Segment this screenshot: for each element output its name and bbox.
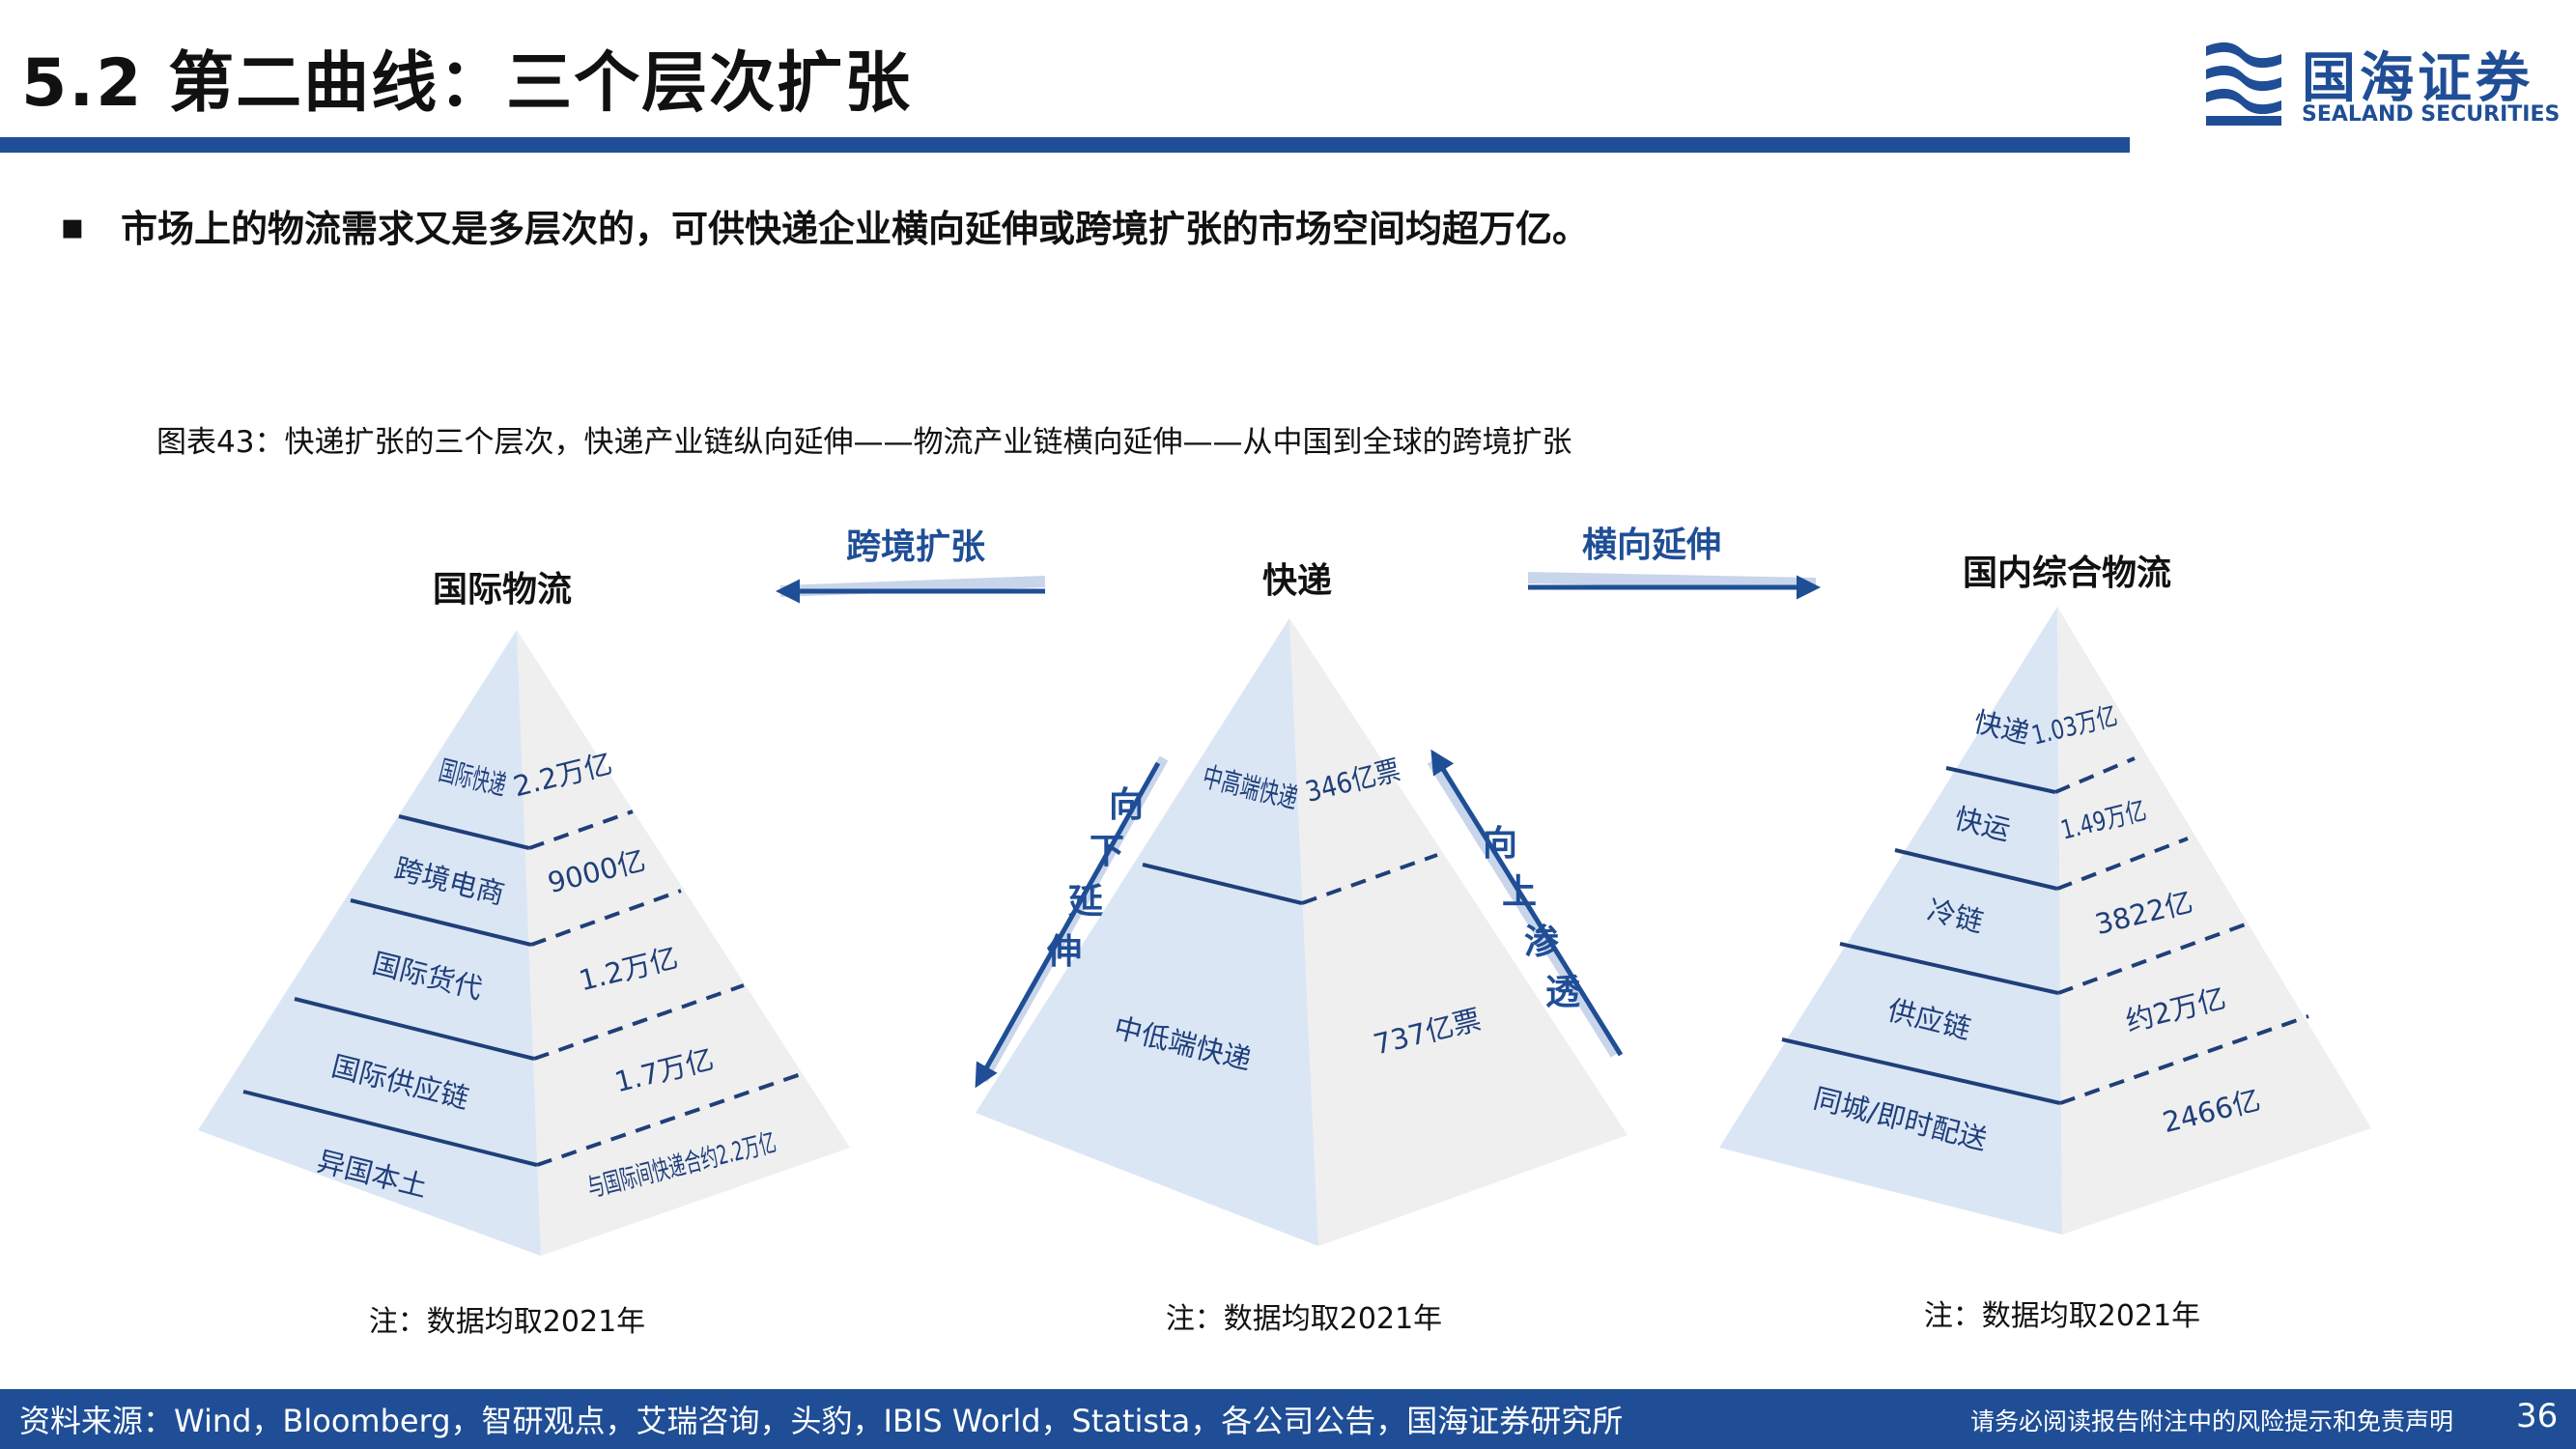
arrow-upward-penetration: 向 上 渗 透 [1427, 749, 1624, 1058]
bullet-text: 市场上的物流需求又是多层次的，可供快递企业横向延伸或跨境扩张的市场空间均超万亿。 [121, 208, 1590, 250]
arrow-downward-extension: 向 下 延 伸 [975, 755, 1169, 1089]
arrow-upward-penetration-label: 向 上 渗 透 [1483, 824, 1581, 1012]
pyramid-domestic-dividers [1781, 766, 2061, 1105]
pyramid-domestic: 国内综合物流 快递 1.03万亿 快运 1.49万亿 冷链 3822亿 供应链 … [1719, 554, 2371, 1333]
footer-disclaimer: 请务必阅读报告附注中的风险提示和免责声明 [1970, 1407, 2454, 1435]
arrow-horizontal-extension-label: 横向延伸 [1582, 526, 1721, 565]
page-title: 5.2 第二曲线：三个层次扩张 [21, 45, 913, 122]
pyramid-intl: 国际物流 国际快递 2.2万亿 跨境电商 9000亿 国际货代 1.2万亿 国际… [198, 570, 850, 1339]
pyramid-intl-dashes [528, 810, 807, 1167]
down-char-2: 下 [1090, 832, 1124, 871]
page-number: 36 [2516, 1397, 2559, 1435]
title-underline [0, 137, 2130, 153]
pyramid-express-title: 快递 [1262, 561, 1332, 601]
up-char-3: 渗 [1524, 923, 1559, 962]
pyramid-domestic-note: 注：数据均取2021年 [1924, 1299, 2200, 1333]
pyramid-express-right-face [1289, 618, 1628, 1246]
up-char-2: 上 [1502, 872, 1537, 912]
footer-bar: 资料来源：Wind，Bloomberg，智研观点，艾瑞咨询，头豹，IBIS Wo… [0, 1389, 2576, 1449]
footer-sources: 资料来源：Wind，Bloomberg，智研观点，艾瑞咨询，头豹，IBIS Wo… [19, 1403, 1624, 1439]
arrow-cross-border: 跨境扩张 [776, 527, 1046, 604]
arrow-downward-extension-label: 向 下 延 伸 [1046, 785, 1156, 972]
pyramid-intl-left-face [198, 630, 541, 1256]
pyramid-express-note: 注：数据均取2021年 [1166, 1302, 1442, 1336]
pyramid-express-divider [1142, 863, 1303, 905]
sealand-wave-icon [2200, 37, 2287, 129]
arrow-horizontal-extension: 横向延伸 [1527, 526, 1821, 600]
logo-english-name: SEALAND SECURITIES [2302, 102, 2561, 127]
pyramid-intl-title: 国际物流 [433, 570, 572, 610]
pyramid-intl-dividers [242, 814, 538, 1167]
pyramid-express-left-face [976, 618, 1318, 1246]
figure-caption: 图表43：快递扩张的三个层次，快递产业链纵向延伸——物流产业链横向延伸——从中国… [156, 425, 1572, 460]
pyramid-express-dash [1301, 853, 1438, 905]
pyramid-express: 快递 中高端快递 346亿票 中低端快递 737亿票 注：数据均取2021年 [976, 561, 1628, 1336]
company-logo: 国海证券 SEALAND SECURITIES [2200, 37, 2561, 133]
logo-chinese-name: 国海证券 [2302, 47, 2534, 110]
down-char-4: 伸 [1046, 932, 1082, 972]
bullet-marker: ▪ [60, 205, 85, 247]
down-char-1: 向 [1109, 785, 1144, 825]
up-char-1: 向 [1483, 824, 1517, 864]
pyramid-intl-right-face [517, 630, 850, 1256]
up-char-4: 透 [1545, 973, 1581, 1012]
pyramid-domestic-title: 国内综合物流 [1963, 554, 2171, 593]
pyramid-domestic-dashes [2054, 756, 2309, 1105]
arrow-cross-border-label: 跨境扩张 [846, 527, 985, 567]
down-char-3: 延 [1068, 882, 1103, 922]
pyramid-intl-note: 注：数据均取2021年 [369, 1305, 645, 1339]
pyramid-domestic-left-face [1719, 607, 2062, 1235]
